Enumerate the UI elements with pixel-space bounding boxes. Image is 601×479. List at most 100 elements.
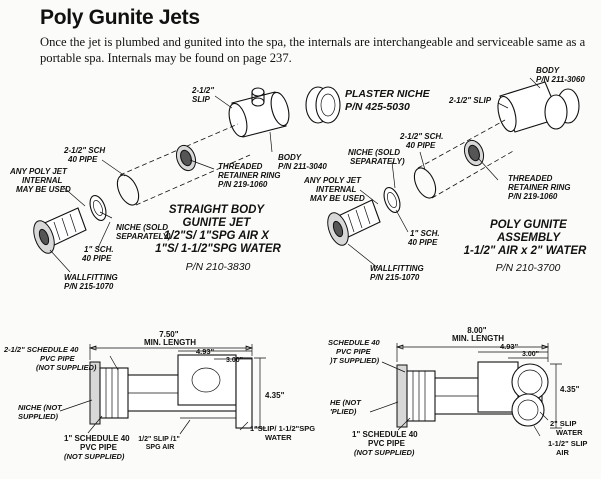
svg-text:THREADED RETAINER RING: THREADED RETAINER RING P/N 219-1060 <box>218 162 283 189</box>
svg-text:1-1/2" SLIP AIR: 1-1/2" SLIP AIR <box>548 439 589 457</box>
left-wall-label-2: P/N 215-1070 <box>64 282 114 291</box>
bl-sch40-1: 1" SCHEDULE 40 <box>64 434 130 443</box>
right-anyjet-label-1: ANY POLY JET <box>303 176 362 185</box>
right-ring-label-2: RETAINER RING <box>508 183 571 192</box>
bl-sch40-3: (NOT SUPPLIED) <box>64 452 125 461</box>
br-air-1: 1-1/2" SLIP <box>548 439 587 448</box>
left-niche-label-2: SEPARATELY) <box>116 232 171 241</box>
svg-text:NICHE (SOLD SEPARATELY): NICHE (SOLD SEPARATELY) <box>348 148 405 166</box>
bl-niche-1: NICHE (NOT <box>18 403 63 412</box>
br-niche-1: HE (NOT <box>330 398 362 407</box>
svg-text:2-1/2" SCHEDULE 40 PVC P: 2-1/2" SCHEDULE 40 PVC PIPE (NOT SUPPLIE… <box>3 345 97 372</box>
right-anyjet-label-2: INTERNAL <box>316 185 357 194</box>
br-pvc-2: PVC PIPE <box>336 347 372 356</box>
svg-text:1"SLIP/ 1-1/2"SPG WATER: 1"SLIP/ 1-1/2"SPG WATER <box>250 424 317 442</box>
br-water-2: WATER <box>556 428 583 437</box>
right-ring-label-1: THREADED <box>508 174 553 183</box>
right-niche <box>383 187 401 213</box>
svg-text:BODY P/N 211-3060: BODY P/N 211-3060 <box>536 66 585 84</box>
right-wall-label-1: WALLFITTING <box>370 264 424 273</box>
left-body-fitting <box>228 87 290 138</box>
left-slip-label-1: 2-1/2" <box>191 86 214 95</box>
bl-water-2: WATER <box>265 433 292 442</box>
left-ring-label-1: THREADED <box>218 162 263 171</box>
svg-text:8.00" MIN. LENGTH: 8.00" MIN. LENGTH <box>452 326 504 343</box>
bottom-right-drawing <box>369 343 562 437</box>
right-onesch-label-2: 40 PIPE <box>407 238 438 247</box>
br-height: 4.35" <box>560 385 580 394</box>
right-body-fitting <box>497 81 580 133</box>
right-exploded-diagram <box>327 77 580 269</box>
plaster-niche-label-1: PLASTER NICHE <box>345 88 431 100</box>
bottom-left-drawing <box>59 344 266 435</box>
br-length-label: MIN. LENGTH <box>452 334 504 343</box>
right-onesch-label-1: 1" SCH. <box>410 229 440 238</box>
right-sch-label-2: 40 PIPE <box>405 141 436 150</box>
right-product-line-3: 1-1/2" AIR x 2" WATER <box>464 245 587 257</box>
bl-pvc-2: PVC PIPE <box>40 354 76 363</box>
left-wallfitting <box>33 207 87 254</box>
right-product-line-2: ASSEMBLY <box>496 232 561 244</box>
left-slip-label-2: SLIP <box>192 95 210 104</box>
right-anyjet-label-3: MAY BE USED <box>310 194 365 203</box>
svg-text:HE (NOT 'PLIED): HE (NOT 'PLIED) <box>330 398 363 416</box>
svg-text:SCHEDULE 40 PVC PIPE: SCHEDULE 40 PVC PIPE )T SUPPLIED) <box>328 338 382 365</box>
left-product-line-1: STRAIGHT BODY <box>169 204 266 216</box>
bl-air-1: 1/2" SLIP /1" <box>138 436 180 443</box>
bl-water-1: 1"SLIP/ 1-1/2"SPG <box>250 424 315 433</box>
svg-text:NICHE (NOT SUPPLIED): NICHE (NOT SUPPLIED) <box>18 403 64 421</box>
svg-text:1/2" SLIP /1" SPG AIR: 1/2" SLIP /1" SPG AIR <box>138 436 181 451</box>
svg-text:BODY P/N 211-3040: BODY P/N 211-3040 <box>278 153 327 171</box>
right-niche-label-2: SEPARATELY) <box>350 157 405 166</box>
br-length-value: 8.00" <box>467 326 487 335</box>
left-anyjet-label-1: ANY POLY JET <box>9 167 68 176</box>
br-air-2: AIR <box>556 448 570 457</box>
svg-text:NICHE (SOLD SEPARATELY): NICHE (SOLD SEPARATELY) <box>116 223 171 241</box>
br-sch40-1: 1" SCHEDULE 40 <box>352 430 418 439</box>
bl-length-label: MIN. LENGTH <box>144 338 196 347</box>
right-product-line-1: POLY GUNITE <box>490 219 567 231</box>
svg-text:1" SCH. 40 PIPE: 1" SCH. 40 PIPE <box>407 229 442 247</box>
right-pipe <box>413 119 516 199</box>
plaster-niche-part <box>305 86 341 124</box>
br-sch40-3: (NOT SUPPLIED) <box>354 448 415 457</box>
svg-text:1" SCH. 40 PIPE: 1" SCH. 40 PIPE <box>81 245 116 263</box>
svg-text:2-1/2" SLIP: 2-1/2" SLIP <box>191 86 216 104</box>
svg-text:THREADED RETAINER RING: THREADED RETAINER RING P/N 219-1060 <box>508 174 573 201</box>
br-d1: 4.93" <box>500 342 519 351</box>
bl-length-value: 7.50" <box>159 330 179 339</box>
svg-text:2-1/2" SCH. 40 PIPE: 2-1/2" SCH. 40 PIPE <box>399 132 446 150</box>
svg-text:7.50" MIN. LENGTH: 7.50" MIN. LENGTH <box>144 330 196 347</box>
bl-air-2: SPG AIR <box>146 444 175 451</box>
bl-pvc-1: 2-1/2" SCHEDULE 40 <box>3 345 79 354</box>
svg-text:POLY GUNITE ASSEMBLY: POLY GUNITE ASSEMBLY 1-1/2" AIR x 2" WAT… <box>464 219 587 257</box>
bl-d1: 4.93" <box>196 347 215 356</box>
svg-text:ANY POLY JET INTERNAL: ANY POLY JET INTERNAL MAY BE USED <box>303 176 365 203</box>
bl-sch40-2: PVC PIPE <box>80 443 118 452</box>
svg-text:WALLFITTING P/N 215-1070: WALLFITTING P/N 215-1070 <box>370 264 426 282</box>
svg-text:1" SCHEDULE 40 PVC PIPE: 1" SCHEDULE 40 PVC PIPE <box>64 434 132 452</box>
left-niche-label-1: NICHE (SOLD <box>116 223 168 232</box>
right-ring-label-3: P/N 219-1060 <box>508 192 558 201</box>
br-sch40-2: PVC PIPE <box>368 439 406 448</box>
bl-height: 4.35" <box>265 391 285 400</box>
svg-text:ANY POLY JET INTERNAL: ANY POLY JET INTERNAL MAY BE USED <box>9 167 71 194</box>
left-product-line-4: 1"S/ 1-1/2"SPG WATER <box>155 243 281 255</box>
left-anyjet-label-2: INTERNAL <box>22 176 63 185</box>
plaster-niche-label-2: P/N 425-5030 <box>345 101 410 113</box>
right-niche-label-1: NICHE (SOLD <box>348 148 400 157</box>
left-niche <box>89 195 107 221</box>
page-title: Poly Gunite Jets <box>40 6 200 29</box>
svg-text:STRAIGHT BODY GUNITE JET: STRAIGHT BODY GUNITE JET 1/2"S/ 1"SPG AI… <box>155 204 281 255</box>
svg-text:1" SCHEDULE 40 PVC PIPE: 1" SCHEDULE 40 PVC PIPE <box>352 430 420 448</box>
bl-pvc-3: (NOT SUPPLIED) <box>36 363 97 372</box>
left-ring-label-2: RETAINER RING <box>218 171 281 180</box>
right-part-number: P/N 210-3700 <box>496 262 561 274</box>
svg-text:2" SLIP WATER: 2" SLIP WATER <box>550 419 583 437</box>
left-part-number: P/N 210-3830 <box>186 261 251 273</box>
right-wall-label-2: P/N 215-1070 <box>370 273 420 282</box>
left-anyjet-label-3: MAY BE USED <box>16 185 71 194</box>
right-slip-label: 2-1/2" SLIP <box>448 96 492 105</box>
